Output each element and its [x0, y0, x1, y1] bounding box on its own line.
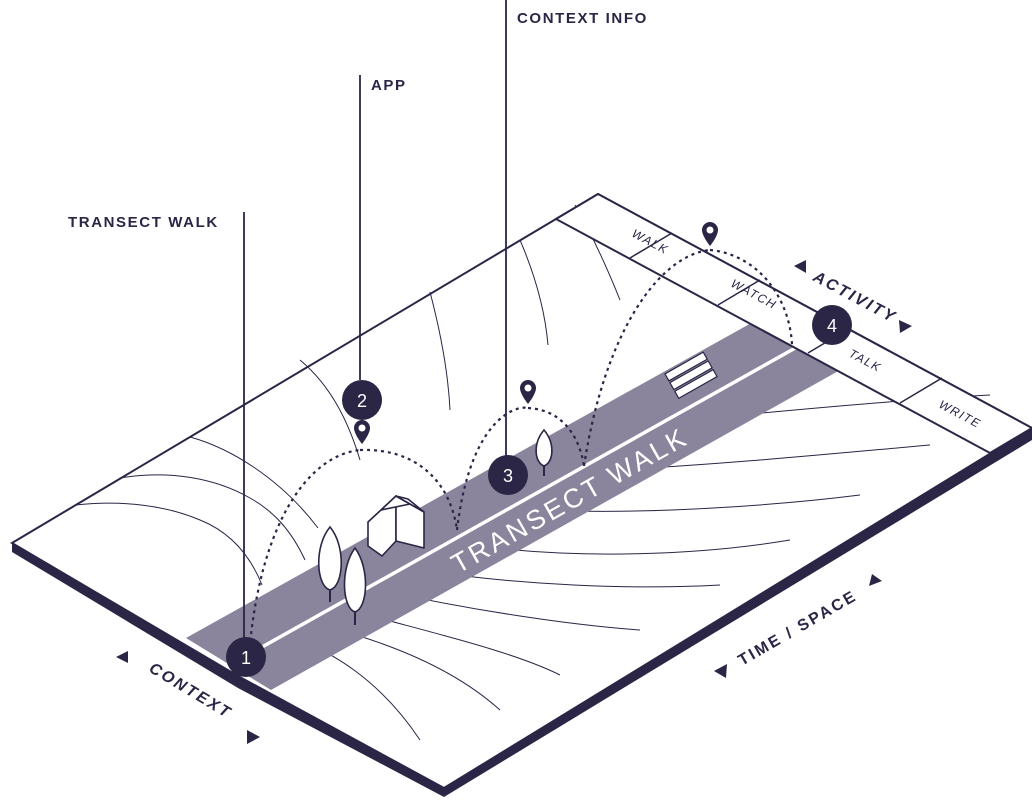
tree-icon: [318, 525, 342, 602]
svg-text:2: 2: [357, 391, 367, 411]
activity-strip: WALK WATCH TALK WRITE: [553, 192, 1032, 455]
step-badge-3: 3: [488, 455, 528, 495]
arrow-icon: [869, 574, 882, 586]
step-badge-1: 1: [226, 637, 266, 677]
path-centerline: [229, 340, 807, 667]
board-edge-left: [12, 543, 238, 688]
location-pin-icon: [702, 222, 718, 246]
callout-transect-walk: TRANSECT WALK: [68, 214, 219, 231]
arrow-icon: [899, 320, 912, 333]
svg-text:3: 3: [503, 466, 513, 486]
svg-text:4: 4: [827, 316, 837, 336]
callout-app: APP: [371, 77, 407, 94]
arrow-icon: [116, 651, 128, 663]
arrow-icon: [714, 664, 727, 678]
trajectory-arcs: [247, 248, 794, 656]
tree-icon: [343, 546, 367, 625]
arrow-icon: [794, 260, 806, 273]
arrow-icon: [247, 730, 260, 744]
step-badge-2: 2: [342, 380, 382, 420]
tree-icon: [535, 428, 553, 476]
location-pin-icon: [520, 380, 536, 404]
step-badge-4: 4: [812, 305, 852, 345]
callout-context-info: CONTEXT INFO: [517, 10, 648, 27]
stairs-icon: [664, 351, 718, 400]
svg-text:1: 1: [241, 648, 251, 668]
activity-strip-frame: [553, 192, 1032, 455]
house-icon: [367, 495, 425, 557]
location-pin-icon: [354, 420, 370, 444]
